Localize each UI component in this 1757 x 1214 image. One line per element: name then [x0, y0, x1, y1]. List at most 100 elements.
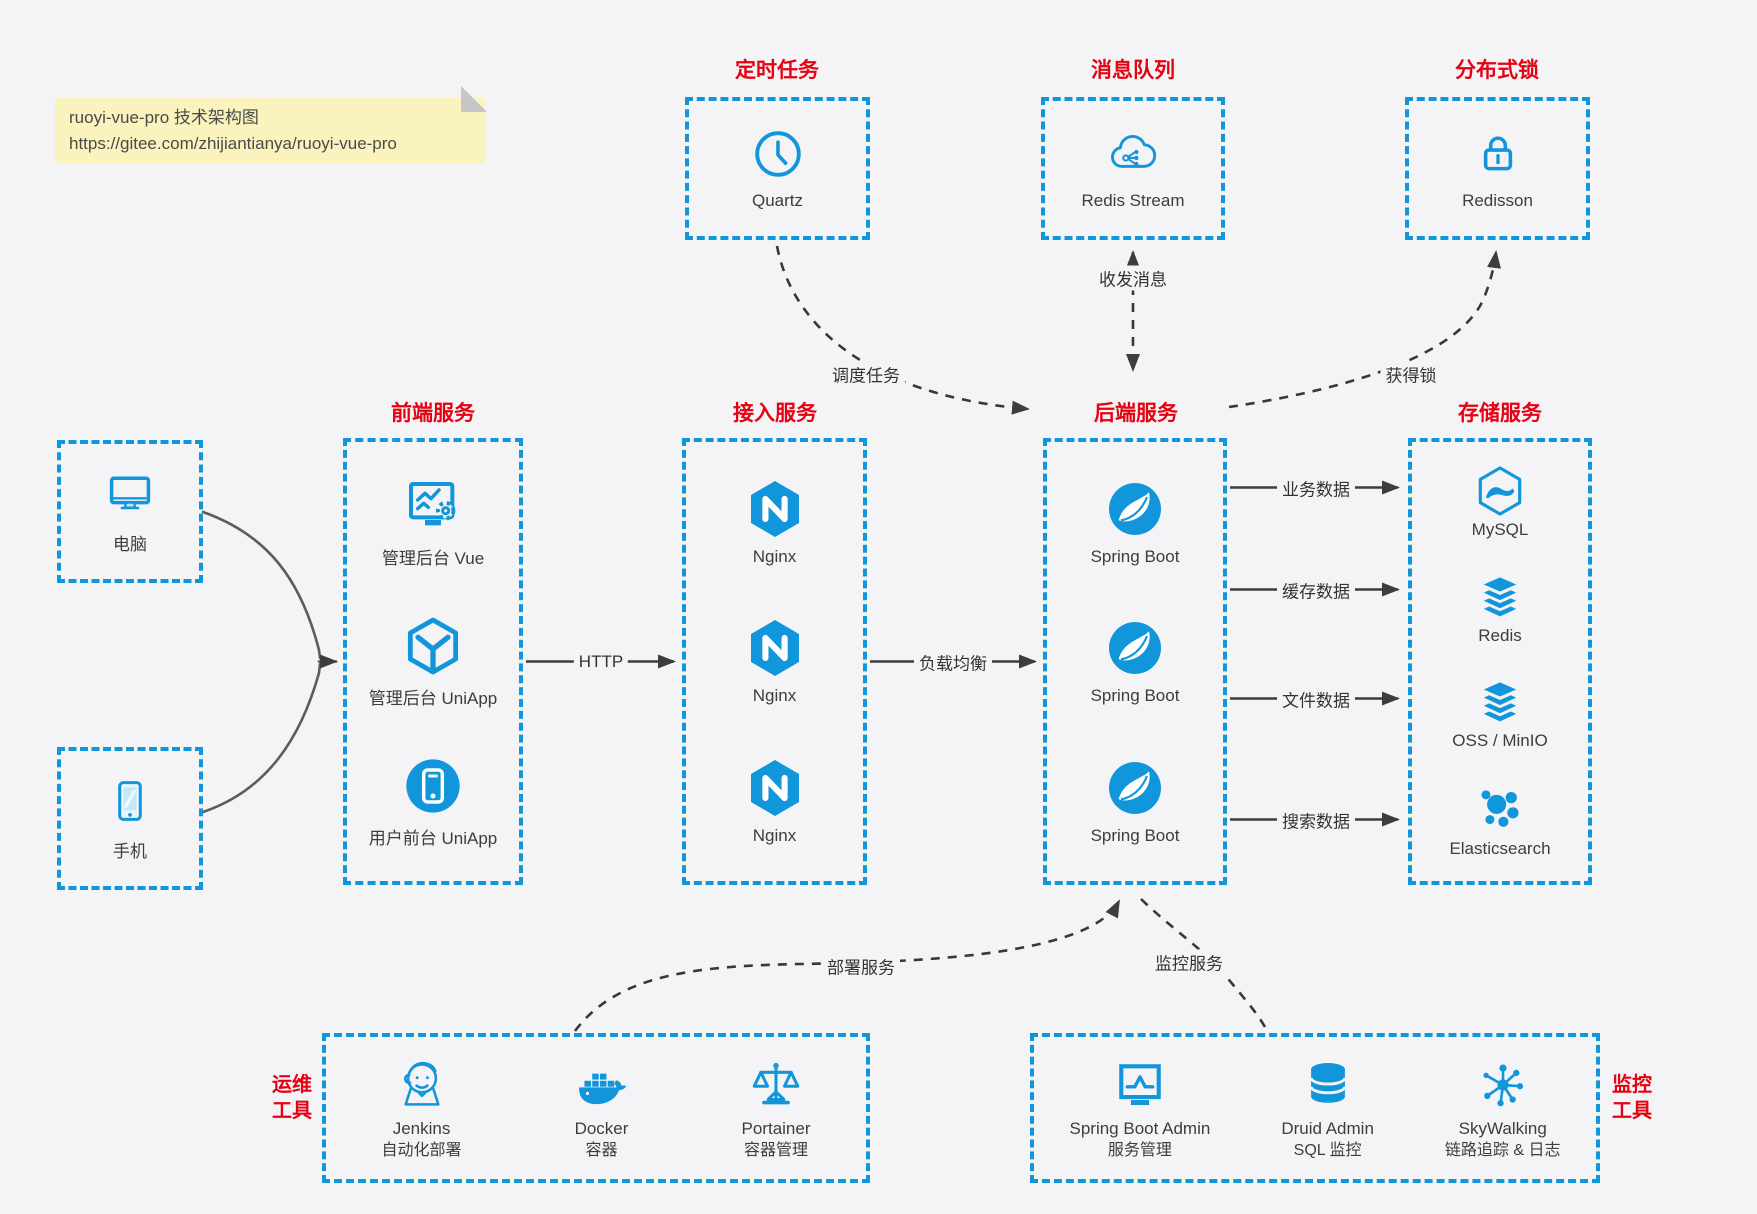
sticky-note: ruoyi-vue-pro 技术架构图 https://gitee.com/zh… [55, 86, 487, 164]
ops-tool-item: Docker 容器 [573, 1056, 631, 1162]
mq-title: 消息队列 [1091, 59, 1175, 82]
druid-database-icon [1299, 1056, 1357, 1114]
storage-item: Elasticsearch [1449, 783, 1551, 859]
backend-item: Spring Boot [1090, 616, 1180, 706]
edge-label-load-balance: 负载均衡 [914, 649, 992, 675]
frontend-item-label: 管理后台 UniApp [368, 688, 498, 708]
monitoring-tool-item: Spring Boot Admin 服务管理 [1069, 1056, 1211, 1162]
uniapp-cube-icon [401, 614, 465, 678]
smartphone-icon [104, 775, 156, 827]
storage-item-label: MySQL [1471, 519, 1529, 539]
edge-label-monitor-service: 监控服务 [1150, 949, 1228, 975]
user-app-circle-icon [401, 754, 465, 818]
ops-side-label: 运维 工具 [272, 1074, 312, 1122]
spring-boot-icon [1103, 616, 1167, 680]
tool-name: SkyWalking [1458, 1119, 1547, 1138]
tool-name: Spring Boot Admin [1069, 1119, 1211, 1138]
gateway-item-label: Nginx [752, 546, 797, 566]
backend-item-label: Spring Boot [1090, 546, 1180, 566]
nginx-icon [743, 756, 807, 820]
monitoring-tool-item: Druid Admin SQL 监控 [1281, 1056, 1374, 1162]
note-title: ruoyi-vue-pro 技术架构图 [69, 108, 259, 127]
tool-name: Portainer [741, 1119, 811, 1138]
monitoring-side-label: 监控 工具 [1612, 1074, 1652, 1122]
storage-item: MySQL [1471, 464, 1529, 540]
vue-admin-screen-icon [401, 474, 465, 538]
backend-item-label: Spring Boot [1090, 686, 1180, 706]
scheduler-title: 定时任务 [735, 59, 819, 82]
tool-sub: 容器管理 [744, 1142, 809, 1159]
tool-name: Jenkins [392, 1119, 451, 1138]
backend-item: Spring Boot [1090, 756, 1180, 846]
scheduler-box: Quartz [685, 97, 870, 240]
note-url: https://gitee.com/zhijiantianya/ruoyi-vu… [69, 134, 397, 153]
gateway-item-label: Nginx [752, 826, 797, 846]
monitoring-tool-item: SkyWalking 链路追踪 & 日志 [1445, 1056, 1561, 1162]
pc-box: 电脑 [57, 440, 203, 583]
phone-label: 手机 [113, 842, 147, 861]
acquire-lock-arrow [1228, 250, 1501, 409]
nginx-icon [743, 616, 807, 680]
storage-item: Redis [1474, 572, 1526, 646]
gateway-title: 接入服务 [733, 402, 817, 425]
gateway-item: Nginx [743, 477, 807, 567]
edge-label-schedule-task: 调度任务 [827, 361, 905, 387]
edge-label-cache-data: 缓存数据 [1277, 577, 1355, 603]
cloud-mq-icon [1106, 127, 1160, 181]
portainer-scales-icon [747, 1056, 805, 1114]
gateway-item-label: Nginx [752, 686, 797, 706]
tool-sub: 自动化部署 [381, 1142, 462, 1159]
gateway-item: Nginx [743, 756, 807, 846]
tool-sub: 链路追踪 & 日志 [1444, 1142, 1561, 1159]
frontend-box: 管理后台 Vue 管理后台 UniApp 用户前台 UniApp [343, 438, 523, 885]
frontend-item-label: 管理后台 Vue [381, 549, 485, 569]
frontend-item: 管理后台 UniApp [369, 614, 497, 709]
edge-label-acquire-lock: 获得锁 [1380, 361, 1442, 387]
backend-item: Spring Boot [1090, 477, 1180, 567]
tool-sub: 容器 [585, 1142, 618, 1159]
gateway-item: Nginx [743, 616, 807, 706]
backend-title: 后端服务 [1094, 402, 1178, 425]
tool-name: Docker [574, 1119, 629, 1138]
edge-label-deploy-service: 部署服务 [822, 953, 900, 979]
storage-title: 存储服务 [1458, 402, 1542, 425]
oss-stack-icon [1474, 677, 1526, 729]
phone-to-frontend-curve [201, 662, 322, 814]
mq-box: Redis Stream [1041, 97, 1225, 240]
storage-item-label: Redis [1478, 625, 1522, 645]
backend-box: Spring Boot Spring Boot Spring Boot [1043, 438, 1227, 885]
edge-label-business-data: 业务数据 [1277, 475, 1355, 501]
storage-box: MySQL Redis OSS / MinIO Elasticsearch [1408, 438, 1592, 885]
lock-icon [1471, 127, 1525, 181]
edge-label-send-receive-msg: 收发消息 [1094, 265, 1172, 291]
backend-item-label: Spring Boot [1090, 826, 1180, 846]
monitoring-box: Spring Boot Admin 服务管理 Druid Admin SQL 监… [1030, 1033, 1600, 1183]
storage-item-label: Elasticsearch [1449, 839, 1551, 859]
scheduler-label: Quartz [751, 190, 804, 210]
tool-sub: SQL 监控 [1293, 1142, 1362, 1159]
desktop-icon [104, 468, 156, 520]
frontend-item-label: 用户前台 UniApp [368, 828, 498, 848]
edge-label-file-data: 文件数据 [1277, 686, 1355, 712]
elasticsearch-icon [1473, 783, 1527, 837]
ops-box: Jenkins 自动化部署 Docker 容器 Portainer 容器管理 [322, 1033, 870, 1183]
lock-box: Redisson [1405, 97, 1590, 240]
clock-icon [751, 127, 805, 181]
mysql-icon [1473, 464, 1527, 518]
phone-box: 手机 [57, 747, 203, 890]
edge-label-http: HTTP [573, 652, 629, 672]
lock-title: 分布式锁 [1455, 59, 1539, 82]
note-fold-icon [461, 86, 487, 112]
frontend-title: 前端服务 [391, 402, 475, 425]
tool-sub: 服务管理 [1107, 1142, 1172, 1159]
frontend-item: 管理后台 Vue [382, 474, 484, 569]
pc-label: 电脑 [113, 535, 147, 554]
spring-boot-icon [1103, 756, 1167, 820]
pc-to-frontend-curve [201, 510, 322, 660]
tool-name: Druid Admin [1281, 1119, 1374, 1138]
skywalking-graph-icon [1474, 1056, 1532, 1114]
mq-label: Redis Stream [1081, 190, 1185, 210]
redis-stack-icon [1474, 572, 1526, 624]
jenkins-icon [393, 1056, 451, 1114]
